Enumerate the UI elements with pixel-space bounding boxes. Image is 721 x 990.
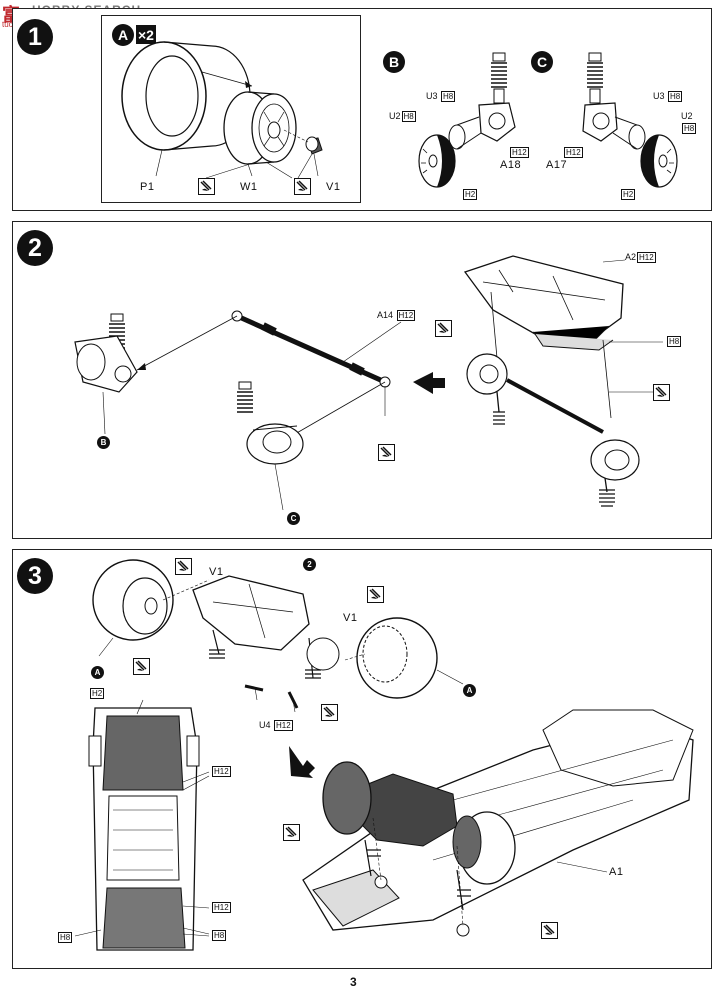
cement-icon (294, 178, 311, 195)
part-v1-label: V1 (209, 566, 224, 578)
part-u4-label: U4 H12 (259, 720, 293, 731)
wheel-a-ref: A (463, 684, 476, 697)
subassembly-a-badge: A (112, 24, 134, 46)
part-h12-label: H12 (510, 147, 529, 158)
cement-icon (435, 320, 452, 337)
part-h12-label: H12 (212, 766, 231, 777)
cement-icon (367, 586, 384, 603)
part-p1-label: P1 (140, 181, 155, 193)
part-v1-label: V1 (326, 181, 341, 193)
quantity-badge: ×2 (136, 25, 156, 44)
step-2-badge: 2 (17, 230, 53, 266)
subassembly-c-badge: C (531, 51, 553, 73)
cement-icon (653, 384, 670, 401)
subassembly-b-badge: B (383, 51, 405, 73)
page-number: 3 (350, 975, 357, 989)
part-h8-label: H8 (667, 336, 682, 347)
part-u3-label: U3 H8 (653, 91, 683, 102)
cement-icon (133, 658, 150, 675)
part-w1-label: W1 (240, 181, 258, 193)
part-a1-label: A1 (609, 866, 624, 878)
step-1-badge: 1 (17, 19, 53, 55)
part-h12-label: H12 (212, 902, 231, 913)
step-3-badge: 3 (17, 558, 53, 594)
part-u2-label: U2 (681, 111, 693, 121)
subassembly-b-ref: B (97, 436, 110, 449)
subassembly-a-box: A ×2 P1 W (101, 15, 361, 203)
part-u2-h8-label: H8 (682, 123, 697, 134)
cement-icon (321, 704, 338, 721)
tie-rod-assembly-drawing (74, 255, 663, 511)
part-v1-label: V1 (343, 612, 358, 624)
part-a18-label: A18 (500, 159, 522, 171)
part-a14-label: A14 H12 (377, 310, 416, 321)
cement-icon (198, 178, 215, 195)
step-2-panel: 2 (12, 221, 712, 539)
wheel-a-ref: A (91, 666, 104, 679)
wheel-assembly-drawing (121, 41, 323, 179)
step-3-panel: 3 (12, 549, 712, 969)
part-h8-label: H8 (212, 930, 227, 941)
part-u3-label: U3 H8 (426, 91, 456, 102)
cement-icon (175, 558, 192, 575)
part-h2-label: H2 (621, 189, 636, 200)
cement-icon (283, 824, 300, 841)
part-h8-label: H8 (58, 932, 73, 943)
subassembly-c-ref: C (287, 512, 300, 525)
step-1-panel: 1 A ×2 (12, 8, 712, 211)
front-upright-c-drawing (582, 52, 678, 188)
part-h12-label: H12 (564, 147, 583, 158)
front-upright-b-drawing (418, 52, 516, 188)
chassis-assembly-drawing (74, 559, 694, 951)
part-h2-label: H2 (463, 189, 478, 200)
step-2-ref: 2 (303, 558, 316, 571)
cement-icon (541, 922, 558, 939)
part-a17-label: A17 (546, 159, 568, 171)
part-h2-label: H2 (90, 688, 105, 699)
cement-icon (378, 444, 395, 461)
